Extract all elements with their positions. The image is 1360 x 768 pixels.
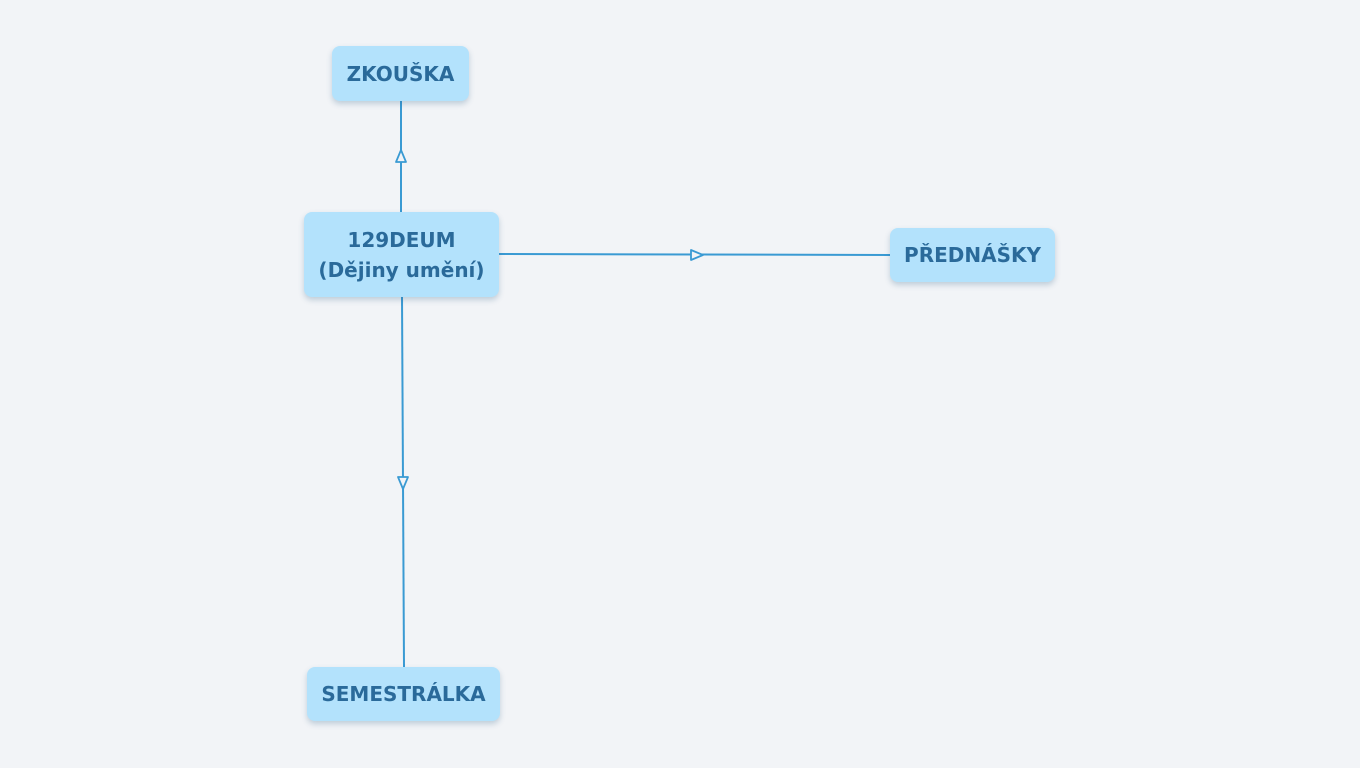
edge-center-prednasky bbox=[498, 253, 891, 256]
node-prednasky-label: PŘEDNÁŠKY bbox=[904, 243, 1041, 267]
node-semestralka[interactable]: SEMESTRÁLKA bbox=[307, 667, 500, 721]
node-center-line1: 129DEUM bbox=[347, 227, 456, 252]
edge-arrow-right-icon bbox=[690, 249, 704, 261]
node-zkouska[interactable]: ZKOUŠKA bbox=[332, 46, 469, 101]
edge-arrow-down-icon bbox=[397, 476, 409, 490]
edge-arrow-up-icon bbox=[395, 149, 407, 163]
node-center-topic[interactable]: 129DEUM (Dějiny umění) bbox=[304, 212, 499, 297]
node-zkouska-label: ZKOUŠKA bbox=[346, 61, 455, 86]
node-prednasky[interactable]: PŘEDNÁŠKY bbox=[890, 228, 1055, 282]
edge-center-semestralka bbox=[401, 296, 405, 668]
node-semestralka-label: SEMESTRÁLKA bbox=[321, 682, 486, 706]
node-center-line2: (Dějiny umění) bbox=[318, 257, 485, 282]
